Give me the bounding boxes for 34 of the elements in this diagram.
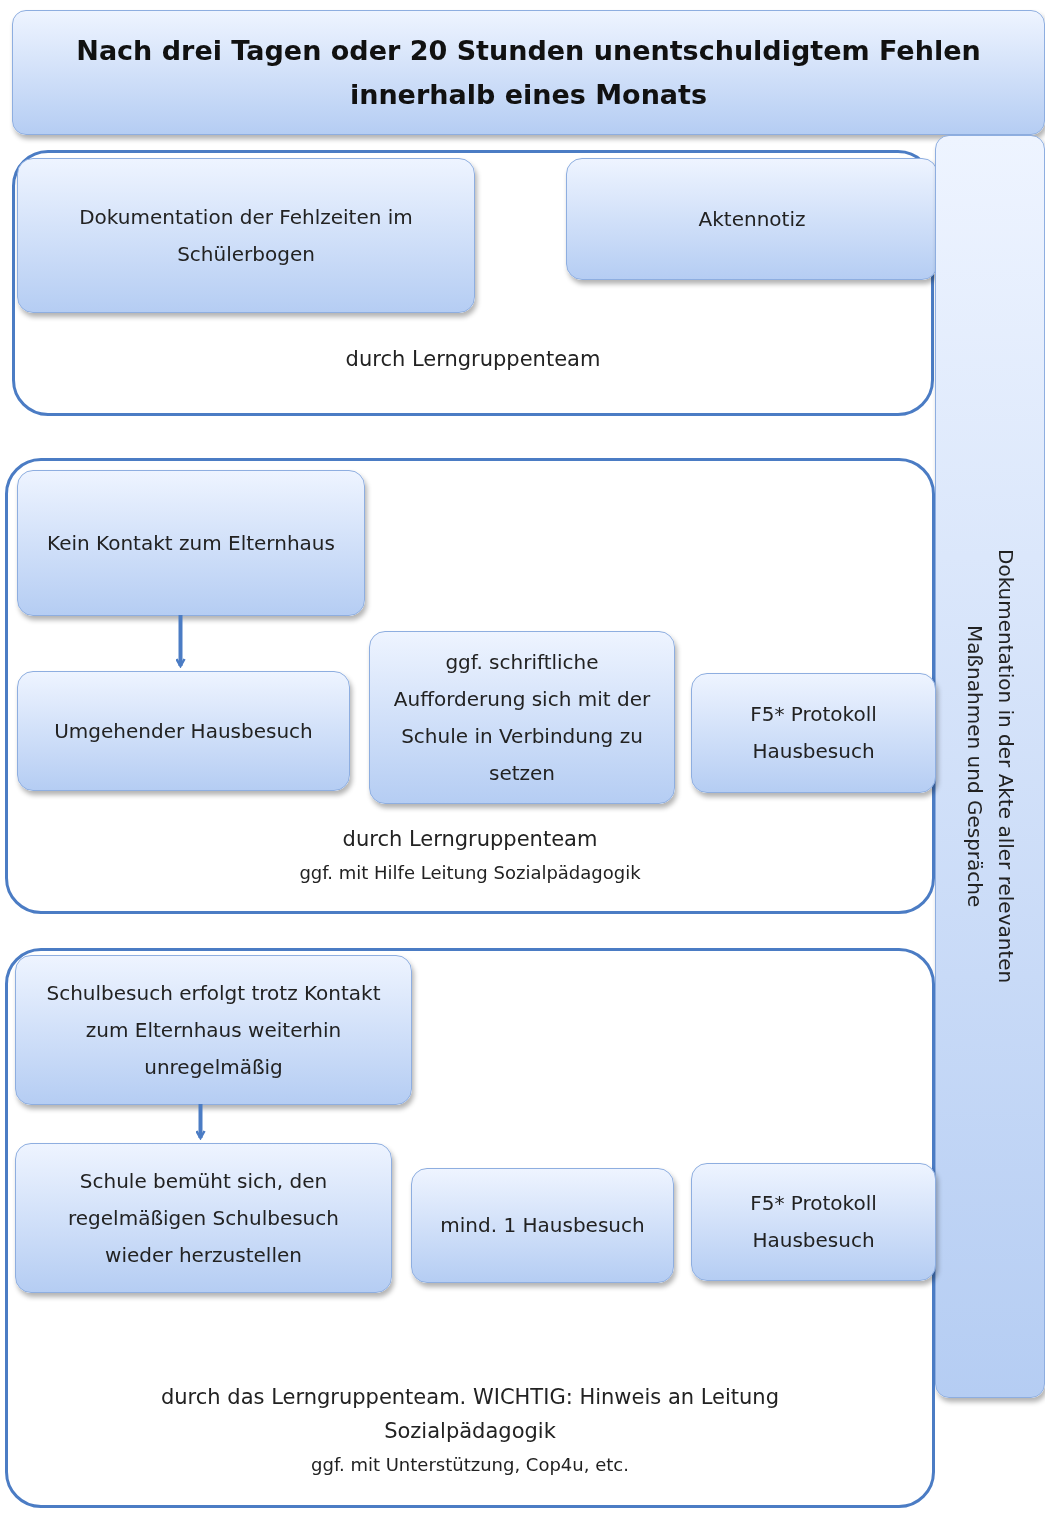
box-text: ggf. schriftliche Aufforderung sich mit der Schule in Verbindung zu setzen <box>392 648 652 787</box>
box-text: Umgehender Hausbesuch <box>54 717 313 745</box>
group-note: ggf. mit Unterstützung, Cop4u, etc. <box>310 1453 630 1477</box>
group-frame <box>12 150 934 416</box>
box-text: Dokumentation der Fehlzeiten im Schülerbogen <box>78 203 414 268</box>
arrow <box>175 615 186 668</box>
title-banner <box>12 10 1045 135</box>
group-frame <box>5 948 935 1508</box>
side-text: Dokumentation in der Akte aller relevanten Maßnahmen und Gespräche <box>962 548 1019 986</box>
group-frame <box>5 458 935 914</box>
process-box <box>17 671 350 791</box>
title-text: Nach drei Tagen oder 20 Stunden unentschuldigtem Fehlen innerhalb eines Monats <box>75 34 982 112</box>
process-box <box>15 955 412 1105</box>
group-note: durch Lerngruppenteam <box>341 826 599 853</box>
box-text: Kein Kontakt zum Elternhaus <box>47 529 335 557</box>
box-text: Schule bemüht sich, den regelmäßigen Schulbesuch wieder herzustellen <box>67 1167 340 1269</box>
process-box <box>17 158 475 313</box>
box-text: Aktennotiz <box>698 205 806 233</box>
process-box <box>15 1143 392 1293</box>
group-note: durch Lerngruppenteam <box>344 346 602 373</box>
process-box <box>566 158 938 280</box>
group-note: durch das Lerngruppenteam. WICHTIG: Hinweis an Leitung Sozialpädagogik <box>159 1384 780 1445</box>
arrow <box>195 1104 206 1140</box>
box-text: F5* Protokoll Hausbesuch <box>749 701 878 765</box>
process-box <box>411 1168 674 1283</box>
group-note: ggf. mit Hilfe Leitung Sozialpädagogik <box>298 861 642 885</box>
box-text: F5* Protokoll Hausbesuch <box>749 1190 878 1254</box>
box-text: mind. 1 Hausbesuch <box>440 1212 645 1239</box>
process-box <box>691 1163 936 1281</box>
process-box <box>691 673 936 793</box>
process-box <box>369 631 675 804</box>
process-box <box>17 470 365 616</box>
box-text: Schulbesuch erfolgt trotz Kontakt zum Elternhaus weiterhin unregelmäßig <box>45 979 382 1081</box>
side-band <box>935 135 1045 1398</box>
